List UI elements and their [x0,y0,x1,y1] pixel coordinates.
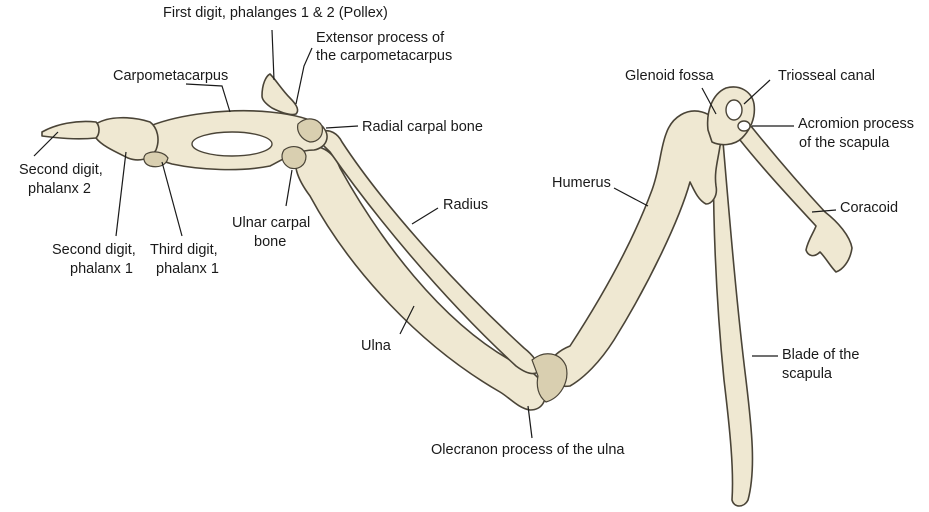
leader-radial-carpal [326,126,358,128]
third-digit-phalanx-1 [144,152,168,167]
label-carpometacarpus: Carpometacarpus [113,68,228,84]
label-second-digit-p2-line2: phalanx 2 [28,181,91,197]
label-radial-carpal: Radial carpal bone [362,119,483,135]
leader-third-digit [162,162,182,236]
label-radius: Radius [443,197,488,213]
label-extensor-line2: the carpometacarpus [316,48,452,64]
label-ulna: Ulna [361,338,392,354]
label-second-digit-p1-line2: phalanx 1 [70,261,133,277]
labels: First digit, phalanges 1 & 2 (Pollex) Ex… [19,5,914,458]
leader-carpometacarpus [186,84,230,112]
label-acromion-line1: Acromion process [798,116,914,132]
label-blade-line2: scapula [782,366,833,382]
label-extensor-line1: Extensor process of [316,30,445,46]
label-second-digit-p2-line1: Second digit, [19,162,103,178]
label-blade-line1: Blade of the [782,347,859,363]
label-second-digit-p1-line1: Second digit, [52,242,136,258]
label-third-digit-line2: phalanx 1 [156,261,219,277]
ulna-bone [295,146,545,410]
label-humerus: Humerus [552,175,611,191]
leader-second-digit-p1 [116,152,126,236]
acromion-notch [738,121,750,131]
leader-radius [412,208,438,224]
leader-ulnar-carpal [286,170,292,206]
leader-extensor [296,48,312,104]
ulnar-carpal [282,147,306,169]
intermetacarpal-space [192,132,272,156]
label-glenoid: Glenoid fossa [625,68,715,84]
label-pollex: First digit, phalanges 1 & 2 (Pollex) [163,5,388,21]
pollex-bone [262,74,298,115]
label-acromion-line2: of the scapula [799,135,890,151]
label-ulnar-carpal-line1: Ulnar carpal [232,215,310,231]
second-digit-phalanx-2 [42,121,99,138]
leader-humerus [614,188,648,206]
label-third-digit-line1: Third digit, [150,242,218,258]
label-triosseal: Triosseal canal [778,68,875,84]
triosseal-canal-hole [726,100,742,120]
label-ulnar-carpal-line2: bone [254,234,286,250]
humerus-bone [548,111,722,386]
leader-pollex [272,30,274,80]
scapula-blade [713,130,752,506]
label-coracoid: Coracoid [840,200,898,216]
label-olecranon: Olecranon process of the ulna [431,442,625,458]
